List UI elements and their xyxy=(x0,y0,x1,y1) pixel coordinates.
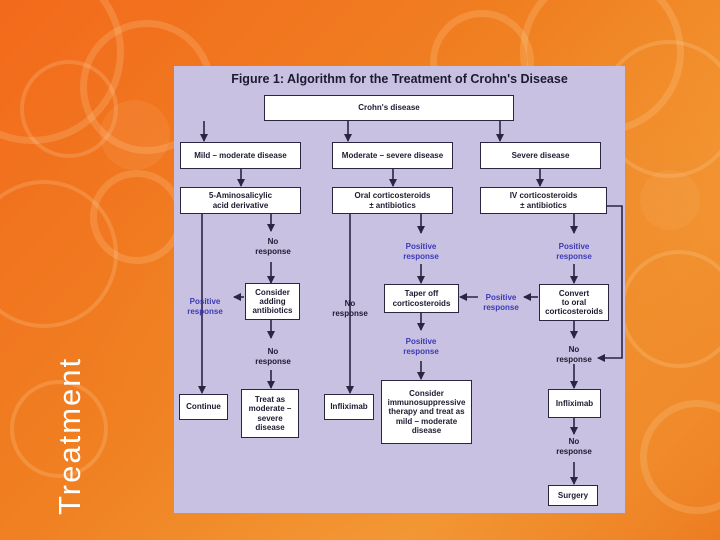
box-convert-oral: Convert to oral corticosteroids xyxy=(539,284,609,321)
label-positive-response: Positive response xyxy=(187,297,223,316)
slide-title: Treatment xyxy=(52,356,87,515)
label-positive-response: Positive response xyxy=(403,242,439,261)
box-infliximab-right: Infliximab xyxy=(548,389,601,418)
arrow xyxy=(597,205,623,362)
box-treat-moderate-severe: Treat as moderate – severe disease xyxy=(241,389,299,438)
label-no-response: No response xyxy=(332,299,368,318)
box-oral-corticosteroids: Oral corticosteroids ± antibiotics xyxy=(332,187,453,214)
box-moderate-severe: Moderate – severe disease xyxy=(332,142,453,169)
box-aminosalicylic: 5-Aminosalicylic acid derivative xyxy=(180,187,301,214)
box-consider-antibiotics: Consider adding antibiotics xyxy=(245,283,300,320)
label-no-response: No response xyxy=(255,237,291,256)
label-positive-response: Positive response xyxy=(483,293,519,312)
label-no-response: No response xyxy=(556,345,592,364)
flowchart-connectors xyxy=(198,121,623,485)
box-continue: Continue xyxy=(179,394,228,420)
decor-ring xyxy=(90,170,184,264)
decor-ring xyxy=(100,100,170,170)
box-mild-moderate: Mild – moderate disease xyxy=(180,142,301,169)
figure-title: Figure 1: Algorithm for the Treatment of… xyxy=(231,72,568,86)
decor-ring xyxy=(640,400,720,514)
decor-ring xyxy=(10,380,108,478)
box-crohns-disease: Crohn's disease xyxy=(264,95,514,121)
decor-ring xyxy=(640,170,700,230)
label-positive-response: Positive response xyxy=(556,242,592,261)
label-no-response: No response xyxy=(255,347,291,366)
box-severe: Severe disease xyxy=(480,142,601,169)
box-consider-immunosuppressive: Consider immunosuppressive therapy and t… xyxy=(381,380,472,444)
label-positive-response: Positive response xyxy=(403,337,439,356)
decor-ring xyxy=(620,250,720,368)
box-taper-off: Taper off corticosteroids xyxy=(384,284,459,313)
box-surgery: Surgery xyxy=(548,485,598,506)
box-iv-corticosteroids: IV corticosteroids ± antibiotics xyxy=(480,187,607,214)
label-no-response: No response xyxy=(556,437,592,456)
box-infliximab-middle: Infliximab xyxy=(324,394,374,420)
flowchart-figure: Figure 1: Algorithm for the Treatment of… xyxy=(174,66,625,513)
